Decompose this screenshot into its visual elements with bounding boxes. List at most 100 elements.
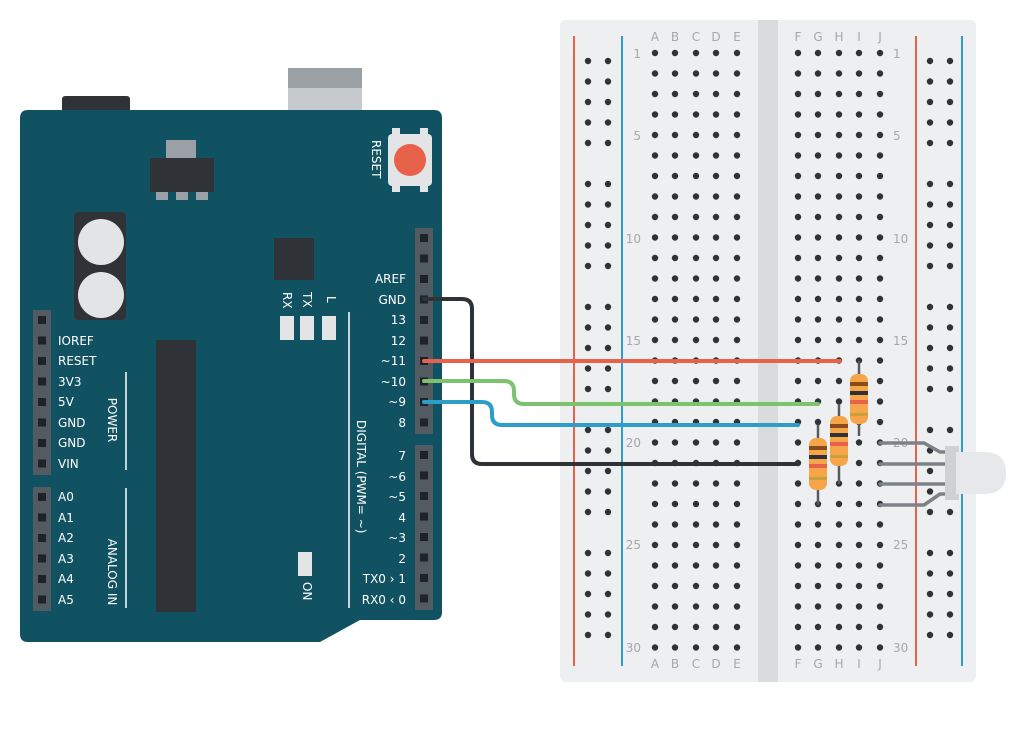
header-pin[interactable] [38,357,46,365]
rail-hole[interactable] [584,631,592,639]
breadboard-hole[interactable] [692,234,700,241]
breadboard-hole[interactable] [835,398,843,405]
rail-hole[interactable] [946,324,954,331]
breadboard-hole[interactable] [712,213,720,221]
breadboard-hole[interactable] [814,541,822,549]
breadboard-hole[interactable] [692,480,700,487]
rail-hole[interactable] [926,221,934,229]
rail-hole[interactable] [604,303,612,311]
rail-hole[interactable] [946,344,954,352]
rail-hole[interactable] [584,385,592,393]
breadboard-hole[interactable] [855,541,863,549]
header-pin[interactable] [38,377,46,386]
breadboard-hole[interactable] [651,131,659,139]
breadboard-hole[interactable] [814,275,822,282]
breadboard-hole[interactable] [794,152,802,159]
breadboard-hole[interactable] [835,500,843,508]
breadboard-hole[interactable] [712,90,720,98]
breadboard-hole[interactable] [712,623,720,631]
breadboard-hole[interactable] [876,644,884,651]
breadboard-hole[interactable] [794,131,802,139]
rail-hole[interactable] [604,570,612,577]
rail-hole[interactable] [584,324,592,331]
breadboard-hole[interactable] [835,541,843,549]
breadboard-hole[interactable] [855,562,863,569]
rail-hole[interactable] [604,447,612,454]
breadboard-hole[interactable] [814,377,822,385]
breadboard-hole[interactable] [651,480,659,487]
breadboard-hole[interactable] [835,316,843,323]
breadboard-hole[interactable] [692,254,700,262]
breadboard-hole[interactable] [876,357,884,364]
header-pin[interactable] [38,336,46,345]
rail-hole[interactable] [604,221,612,229]
rail-hole[interactable] [946,385,954,393]
header-pin[interactable] [420,471,428,480]
rail-hole[interactable] [604,590,612,598]
header-pin[interactable] [38,554,46,563]
rail-hole[interactable] [584,303,592,311]
breadboard-hole[interactable] [876,377,884,385]
breadboard-hole[interactable] [651,439,659,446]
rail-hole[interactable] [946,119,954,126]
breadboard-hole[interactable] [855,172,863,180]
breadboard-hole[interactable] [814,623,822,631]
resistor-3[interactable] [809,425,827,505]
breadboard-hole[interactable] [794,275,802,282]
breadboard-hole[interactable] [855,316,863,323]
breadboard-hole[interactable] [671,582,679,590]
breadboard-hole[interactable] [692,316,700,323]
breadboard-hole[interactable] [835,377,843,385]
rail-hole[interactable] [604,98,612,106]
rail-hole[interactable] [946,57,954,65]
breadboard-hole[interactable] [876,49,884,57]
breadboard-hole[interactable] [651,541,659,549]
breadboard-hole[interactable] [692,582,700,590]
breadboard-hole[interactable] [733,582,741,590]
breadboard-hole[interactable] [651,49,659,57]
header-pin[interactable] [420,512,428,521]
header-pin[interactable] [420,275,428,283]
rail-hole[interactable] [926,611,934,618]
breadboard-hole[interactable] [692,295,700,303]
breadboard-hole[interactable] [835,562,843,569]
breadboard-hole[interactable] [794,439,802,446]
breadboard-hole[interactable] [733,213,741,221]
rail-hole[interactable] [946,221,954,229]
breadboard-hole[interactable] [814,234,822,241]
breadboard-hole[interactable] [733,500,741,508]
breadboard-hole[interactable] [692,90,700,98]
breadboard-hole[interactable] [651,275,659,282]
breadboard-hole[interactable] [671,49,679,57]
breadboard-hole[interactable] [692,500,700,508]
breadboard-hole[interactable] [855,336,863,344]
rail-hole[interactable] [926,365,934,372]
breadboard-hole[interactable] [835,70,843,77]
breadboard-hole[interactable] [651,500,659,508]
wire-pin9-blue[interactable] [422,400,800,427]
breadboard-hole[interactable] [876,562,884,569]
breadboard-hole[interactable] [855,90,863,98]
header-pin[interactable] [38,459,46,468]
rail-hole[interactable] [584,119,592,126]
breadboard-hole[interactable] [794,562,802,569]
rail-hole[interactable] [604,78,612,85]
breadboard-hole[interactable] [671,562,679,569]
breadboard-hole[interactable] [692,541,700,549]
breadboard-hole[interactable] [733,131,741,139]
breadboard-hole[interactable] [794,500,802,508]
breadboard-hole[interactable] [794,172,802,180]
breadboard-hole[interactable] [651,316,659,323]
rail-hole[interactable] [926,98,934,106]
breadboard-hole[interactable] [651,295,659,303]
breadboard-hole[interactable] [794,377,802,385]
rail-hole[interactable] [604,611,612,618]
breadboard-hole[interactable] [671,541,679,549]
breadboard-hole[interactable] [855,254,863,262]
rail-hole[interactable] [946,180,954,188]
breadboard-hole[interactable] [692,439,700,446]
breadboard-hole[interactable] [671,172,679,180]
wire-pin10-green[interactable] [422,379,820,406]
breadboard-hole[interactable] [733,152,741,159]
breadboard-hole[interactable] [794,644,802,651]
